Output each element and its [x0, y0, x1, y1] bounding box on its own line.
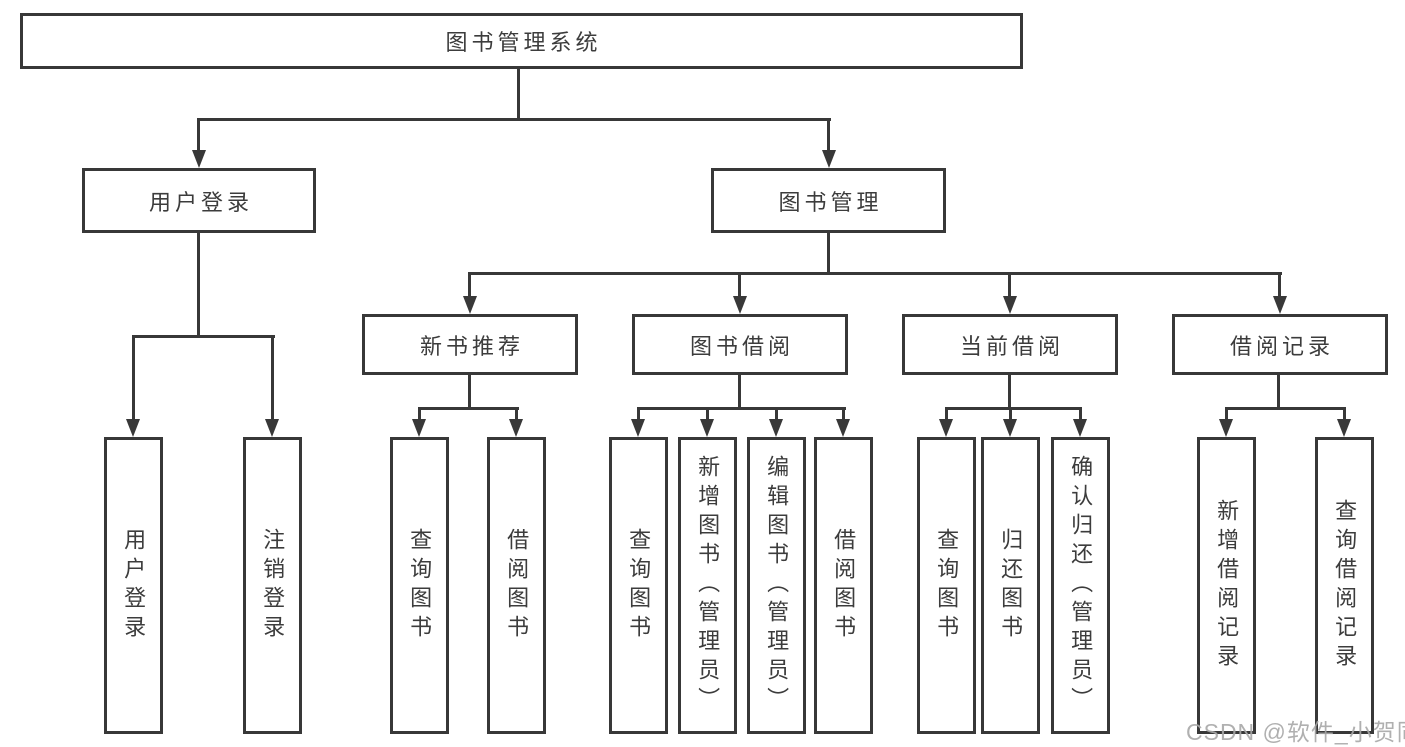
- leaf-logout-label: 注销登录: [260, 527, 286, 644]
- node-borrowing-records: 借阅记录: [1172, 314, 1388, 375]
- leaf-user-login: 用户登录: [104, 437, 163, 734]
- leaf-add-book-admin: 新增图书（管理员）: [678, 437, 737, 734]
- leaf-current-query-books-label: 查询图书: [934, 527, 960, 644]
- connector-borrowing-bar: [637, 407, 846, 410]
- leaf-return-book: 归还图书: [981, 437, 1040, 734]
- connector-current-stem: [1008, 373, 1011, 409]
- arrow-to-query-record: [1337, 419, 1351, 437]
- arrow-to-borrowing-query: [631, 419, 645, 437]
- node-user-login: 用户登录: [82, 168, 316, 233]
- node-book-management: 图书管理: [711, 168, 946, 233]
- connector-bookmgmt-drop-1: [468, 272, 471, 298]
- leaf-borrow-query-books: 查询图书: [609, 437, 668, 734]
- node-new-book-recommend: 新书推荐: [362, 314, 578, 375]
- connector-records-drop-2: [1343, 407, 1346, 421]
- arrow-to-new-book-recommend: [463, 296, 477, 314]
- connector-bookmgmt-drop-4: [1278, 272, 1281, 298]
- leaf-logout: 注销登录: [243, 437, 302, 734]
- arrow-to-leaf-logout: [265, 419, 279, 437]
- connector-newbook-bar: [418, 407, 519, 410]
- arrow-to-current-borrowing: [1003, 296, 1017, 314]
- connector-current-drop-3: [1079, 407, 1082, 421]
- csdn-watermark: CSDN @软件_小贺同学: [1186, 719, 1405, 745]
- arrow-to-book-borrowing: [733, 296, 747, 314]
- connector-current-drop-1: [945, 407, 948, 421]
- connector-borrowing-drop-4: [842, 407, 845, 421]
- leaf-borrow-query-books-label: 查询图书: [626, 527, 652, 644]
- node-current-borrowing: 当前借阅: [902, 314, 1118, 375]
- leaf-current-query-books: 查询图书: [917, 437, 976, 734]
- leaf-borrow-book-label: 借阅图书: [831, 527, 857, 644]
- connector-newbook-drop-1: [418, 407, 421, 421]
- leaf-add-borrow-record-label: 新增借阅记录: [1214, 498, 1240, 673]
- connector-borrowing-drop-1: [637, 407, 640, 421]
- connector-borrowing-stem: [738, 373, 741, 409]
- leaf-query-borrow-record: 查询借阅记录: [1315, 437, 1374, 734]
- connector-bookmgmt-drop-2: [738, 272, 741, 298]
- leaf-confirm-return-admin: 确认归还（管理员）: [1051, 437, 1110, 734]
- connector-bookmgmt-stem: [827, 231, 830, 275]
- node-book-borrowing: 图书借阅: [632, 314, 848, 375]
- leaf-newbook-borrow-books-label: 借阅图书: [504, 527, 530, 644]
- connector-borrowing-drop-3: [775, 407, 778, 421]
- leaf-add-book-admin-label: 新增图书（管理员）: [695, 455, 721, 716]
- arrow-to-add-book: [700, 419, 714, 437]
- arrow-to-leaf-user-login: [126, 419, 140, 437]
- connector-bookmgmt-drop-3: [1008, 272, 1011, 298]
- connector-records-stem: [1277, 373, 1280, 409]
- arrow-to-edit-book: [769, 419, 783, 437]
- connector-newbook-stem: [468, 373, 471, 409]
- arrow-to-newbook-borrow: [509, 419, 523, 437]
- leaf-edit-book-admin: 编辑图书（管理员）: [747, 437, 806, 734]
- leaf-add-borrow-record: 新增借阅记录: [1197, 437, 1256, 734]
- leaf-newbook-borrow-books: 借阅图书: [487, 437, 546, 734]
- leaf-return-book-label: 归还图书: [998, 527, 1024, 644]
- leaf-confirm-return-admin-label: 确认归还（管理员）: [1068, 455, 1094, 716]
- connector-root-left-drop: [197, 118, 200, 152]
- leaf-edit-book-admin-label: 编辑图书（管理员）: [764, 455, 790, 716]
- node-root: 图书管理系统: [20, 13, 1023, 69]
- arrow-to-book-management: [822, 150, 836, 168]
- arrow-to-borrow-book: [836, 419, 850, 437]
- connector-root-bar: [198, 118, 831, 121]
- connector-bookmgmt-bar: [468, 272, 1282, 275]
- connector-userlogin-bar: [132, 335, 275, 338]
- connector-root-right-drop: [827, 118, 830, 152]
- arrow-to-add-record: [1219, 419, 1233, 437]
- leaf-newbook-query-books-label: 查询图书: [407, 527, 433, 644]
- leaf-borrow-book: 借阅图书: [814, 437, 873, 734]
- connector-current-drop-2: [1009, 407, 1012, 421]
- connector-userlogin-drop-2: [271, 335, 274, 421]
- connector-borrowing-drop-2: [706, 407, 709, 421]
- arrow-to-user-login: [192, 150, 206, 168]
- connector-userlogin-drop-1: [132, 335, 135, 421]
- connector-userlogin-stem: [197, 231, 200, 335]
- arrow-to-return-book: [1003, 419, 1017, 437]
- arrow-to-borrowing-records: [1273, 296, 1287, 314]
- connector-current-bar: [945, 407, 1082, 410]
- leaf-newbook-query-books: 查询图书: [390, 437, 449, 734]
- connector-root-stem: [517, 68, 520, 120]
- arrow-to-current-query: [939, 419, 953, 437]
- arrow-to-confirm-return: [1073, 419, 1087, 437]
- connector-records-bar: [1225, 407, 1346, 410]
- leaf-query-borrow-record-label: 查询借阅记录: [1332, 498, 1358, 673]
- leaf-user-login-label: 用户登录: [121, 527, 147, 644]
- arrow-to-newbook-query: [412, 419, 426, 437]
- connector-records-drop-1: [1225, 407, 1228, 421]
- connector-newbook-drop-2: [515, 407, 518, 421]
